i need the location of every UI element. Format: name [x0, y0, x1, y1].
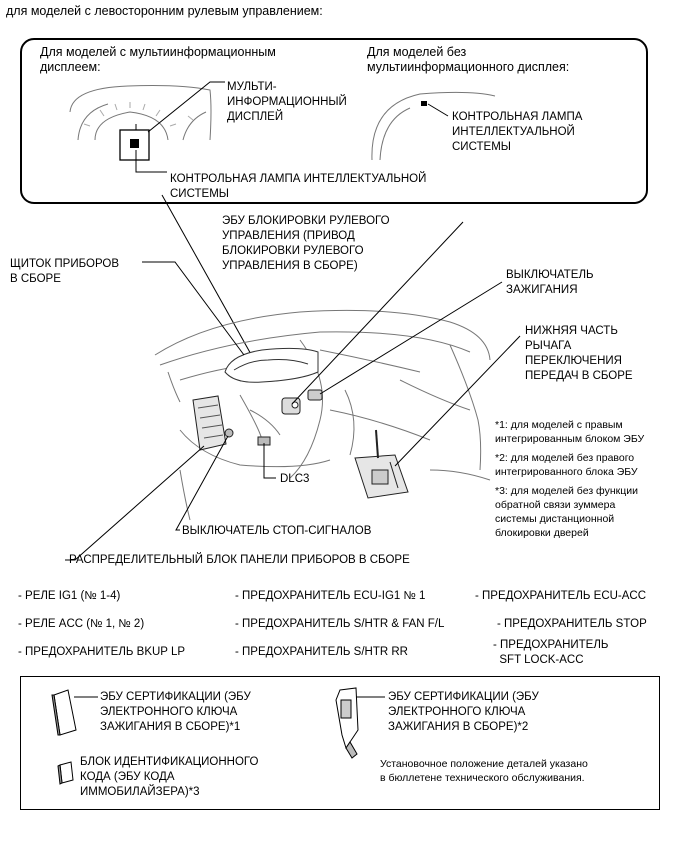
id-code-box-icon [57, 761, 74, 785]
install-note: Установочное положение деталей указано в… [380, 758, 588, 784]
indicator-lamp-icon [130, 139, 139, 148]
instrument-cluster-illustration [224, 347, 319, 383]
intelligent-indicator-icon [421, 101, 427, 106]
id-code-box-label: БЛОК ИДЕНТИФИКАЦИОННОГО КОДА (ЭБУ КОДА И… [80, 756, 259, 798]
parts-relay-ig1: - РЕЛЕ IG1 (№ 1-4) [18, 590, 121, 602]
junction-block-illustration [192, 395, 234, 451]
cert-ecu-1-icon [51, 689, 77, 736]
ignition-switch-illustration [307, 389, 323, 401]
leader-instrument-panel [142, 261, 245, 356]
inset-left-heading: Для моделей с мультиинформационным диспл… [40, 45, 276, 74]
leader-multi-display [147, 81, 225, 133]
inset-box [20, 38, 648, 204]
ignition-switch-label: ВЫКЛЮЧАТЕЛЬ ЗАЖИГАНИЯ [506, 269, 594, 296]
dlc3-label: DLC3 [280, 473, 310, 485]
indicator-left-label: КОНТРОЛЬНАЯ ЛАМПА ИНТЕЛЛЕКТУАЛЬНОЙ СИСТЕ… [170, 173, 427, 200]
stop-lamp-switch-label: ВЫКЛЮЧАТЕЛЬ СТОП-СИГНАЛОВ [182, 525, 372, 537]
junction-block-label: РАСПРЕДЕЛИТЕЛЬНЫЙ БЛОК ПАНЕЛИ ПРИБОРОВ В… [69, 554, 410, 566]
steering-lock-ecu-illustration [281, 397, 301, 415]
cert-ecu-2-icon [335, 687, 359, 759]
cluster-without-display-illustration [371, 91, 496, 161]
parts-relay-acc: - РЕЛЕ ACC (№ 1, № 2) [18, 618, 145, 630]
leader-stop-lamp [175, 435, 229, 531]
note-3: *3: для моделей без функции обратной свя… [495, 485, 638, 539]
cert-ecu-1-label: ЭБУ СЕРТИФИКАЦИИ (ЭБУ ЭЛЕКТРОННОГО КЛЮЧА… [100, 691, 251, 733]
page-header: для моделей с левосторонним рулевым упра… [6, 4, 323, 18]
note-1: *1: для моделей с правым интегрированным… [495, 419, 645, 445]
parts-fuse-sft-lock: - ПРЕДОХРАНИТЕЛЬ SFT LOCK-ACC [493, 639, 609, 666]
cert-ecu-2-label: ЭБУ СЕРТИФИКАЦИИ (ЭБУ ЭЛЕКТРОННОГО КЛЮЧА… [388, 691, 539, 733]
parts-fuse-shtr-fan: - ПРЕДОХРАНИТЕЛЬ S/HTR & FAN F/L [235, 618, 445, 630]
leader-ignition [319, 281, 503, 395]
parts-fuse-shtr-rr: - ПРЕДОХРАНИТЕЛЬ S/HTR RR [235, 646, 408, 658]
legend-box [20, 676, 660, 810]
leader-junction [65, 445, 205, 561]
parts-fuse-ecu-ig1: - ПРЕДОХРАНИТЕЛЬ ECU-IG1 № 1 [235, 590, 426, 602]
indicator-right-label: КОНТРОЛЬНАЯ ЛАМПА ИНТЕЛЛЕКТУАЛЬНОЙ СИСТЕ… [452, 111, 583, 153]
leader-shift-lever [394, 335, 521, 467]
parts-fuse-stop: - ПРЕДОХРАНИТЕЛЬ STOP [497, 618, 647, 630]
leader-dlc3 [263, 443, 276, 479]
shift-lever-label: НИЖНЯЯ ЧАСТЬ РЫЧАГА ПЕРЕКЛЮЧЕНИЯ ПЕРЕДАЧ… [525, 325, 633, 382]
vehicle-interior-illustration [154, 309, 491, 521]
parts-fuse-ecu-acc: - ПРЕДОХРАНИТЕЛЬ ECU-ACC [475, 590, 647, 602]
shift-lever-illustration [354, 429, 409, 499]
parts-fuse-bkup: - ПРЕДОХРАНИТЕЛЬ BKUP LP [18, 646, 186, 658]
leader-indicator-left [135, 150, 167, 173]
note-2: *2: для моделей без правого интегрирован… [495, 452, 638, 478]
cluster-with-display-illustration [69, 85, 212, 141]
inset-right-heading: Для моделей без мультиинформационного ди… [367, 45, 570, 74]
leader-steering-lock [291, 221, 464, 405]
steering-lock-ecu-label: ЭБУ БЛОКИРОВКИ РУЛЕВОГО УПРАВЛЕНИЯ (ПРИВ… [222, 215, 390, 272]
leader-inset-to-cluster [161, 194, 258, 366]
instrument-panel-label: ЩИТОК ПРИБОРОВ В СБОРЕ [10, 258, 119, 285]
multi-display-label: МУЛЬТИ- ИНФОРМАЦИОННЫЙ ДИСПЛЕЙ [227, 81, 347, 123]
